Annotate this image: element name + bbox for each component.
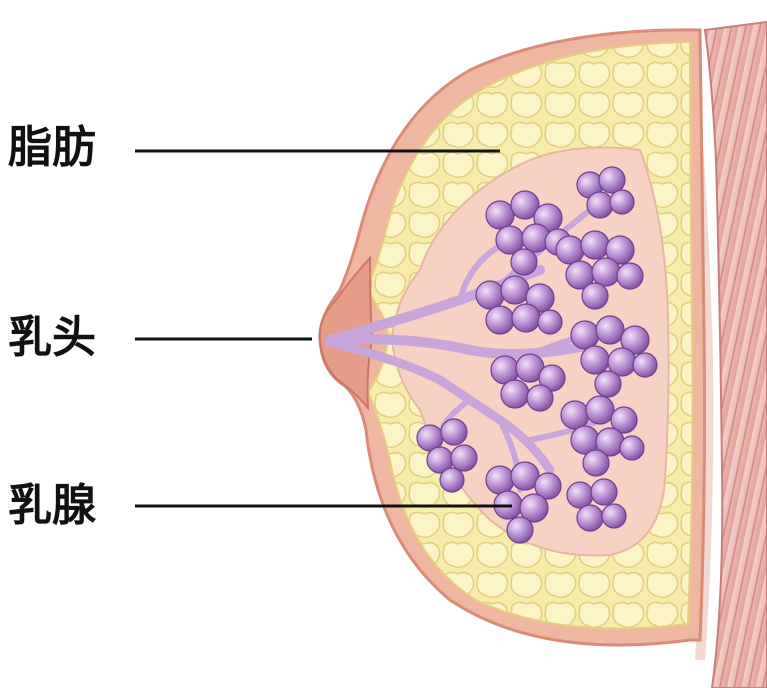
label-fat: 脂肪 — [8, 122, 96, 173]
lobules — [416, 166, 658, 544]
leader-lines — [135, 149, 512, 508]
label-nipple: 乳头 — [8, 312, 96, 363]
label-gland: 乳腺 — [8, 480, 96, 531]
